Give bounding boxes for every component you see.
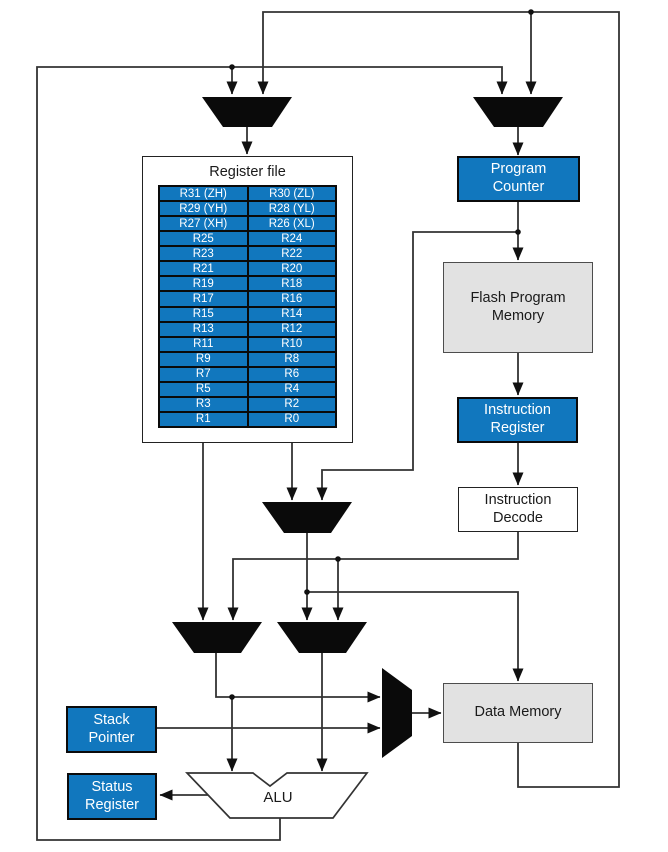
wire-decode-control xyxy=(227,532,519,621)
wire-operand-mux-left-output xyxy=(215,653,381,703)
junction-dot xyxy=(335,556,341,562)
register-cell: R26 (XL) xyxy=(248,217,335,231)
wire-pc-to-address-mux xyxy=(316,231,518,501)
register-file-table: R31 (ZH) R30 (ZL) R29 (YH) R28 (YL) R27 … xyxy=(158,185,337,428)
register-cell: R3 xyxy=(160,397,247,411)
register-cell: R27 (XH) xyxy=(160,217,247,231)
register-cell: R2 xyxy=(248,397,335,411)
stack-pointer-box: Stack Pointer xyxy=(66,706,157,753)
instruction-register-label-line2: Register xyxy=(490,420,545,436)
instruction-register-label-line1: Instruction xyxy=(484,402,551,419)
program-counter-label-line2: Counter xyxy=(492,179,545,195)
program-counter-label-line1: Program xyxy=(490,161,547,178)
register-cell: R22 xyxy=(248,247,335,261)
wire-data-memory-feedback xyxy=(257,11,620,788)
status-register-box: Status Register xyxy=(67,773,157,820)
wire-alu-feedback xyxy=(36,66,508,841)
data-memory-input-mux-shape xyxy=(382,668,412,758)
junction-dot xyxy=(515,229,521,235)
register-cell: R17 xyxy=(160,292,247,306)
alu-operand-mux-left-shape xyxy=(172,622,262,653)
register-cell: R19 xyxy=(160,277,247,291)
register-cell: R4 xyxy=(248,382,335,396)
register-cell: R15 xyxy=(160,307,247,321)
instruction-decode-box: Instruction Decode xyxy=(458,487,578,532)
register-cell: R0 xyxy=(248,412,335,426)
instruction-decode-label-line2: Decode xyxy=(493,509,543,526)
register-cell: R18 xyxy=(248,277,335,291)
register-cell: R25 xyxy=(160,232,247,246)
register-cell: R16 xyxy=(248,292,335,306)
instruction-register-box: Instruction Register xyxy=(457,397,578,443)
junction-dot xyxy=(229,64,235,70)
register-cell: R30 (ZL) xyxy=(248,187,335,201)
regfile-input-mux-shape xyxy=(202,97,292,127)
address-mux-shape xyxy=(262,502,352,533)
register-cell: R5 xyxy=(160,382,247,396)
alu-label: ALU xyxy=(263,788,293,806)
register-cell: R29 (YH) xyxy=(160,202,247,216)
stack-pointer-label-line2: Pointer xyxy=(88,729,135,746)
instruction-decode-label-line1: Instruction xyxy=(484,491,552,508)
data-memory-label: Data Memory xyxy=(474,704,562,721)
status-register-label-line2: Register xyxy=(85,796,139,813)
wire-address-to-data-memory xyxy=(307,591,524,682)
alu-shape xyxy=(185,772,369,819)
data-memory-box: Data Memory xyxy=(443,683,593,743)
pc-input-mux-shape xyxy=(473,97,563,127)
register-cell: R1 xyxy=(160,412,247,426)
register-cell: R28 (YL) xyxy=(248,202,335,216)
flash-program-memory-box: Flash Program Memory xyxy=(443,262,593,353)
register-cell: R8 xyxy=(248,352,335,366)
register-cell: R14 xyxy=(248,307,335,321)
register-cell: R9 xyxy=(160,352,247,366)
flash-label-line2: Memory xyxy=(491,307,545,324)
register-file-title: Register file xyxy=(209,164,286,180)
register-cell: R12 xyxy=(248,322,335,336)
flash-label-line1: Flash Program xyxy=(470,289,566,306)
register-cell: R31 (ZH) xyxy=(160,187,247,201)
stack-pointer-label-line1: Stack xyxy=(93,711,130,728)
register-cell: R24 xyxy=(248,232,335,246)
status-register-label-line1: Status xyxy=(91,778,133,795)
junction-dot xyxy=(528,9,534,15)
junction-dot xyxy=(229,694,235,700)
alu-operand-mux-right-shape xyxy=(277,622,367,653)
register-cell: R7 xyxy=(160,367,247,381)
register-cell: R11 xyxy=(160,337,247,351)
program-counter-box: Program Counter xyxy=(457,156,580,202)
junction-dot xyxy=(304,589,310,595)
register-cell: R13 xyxy=(160,322,247,336)
register-cell: R21 xyxy=(160,262,247,276)
register-cell: R23 xyxy=(160,247,247,261)
register-cell: R20 xyxy=(248,262,335,276)
register-cell: R6 xyxy=(248,367,335,381)
register-cell: R10 xyxy=(248,337,335,351)
